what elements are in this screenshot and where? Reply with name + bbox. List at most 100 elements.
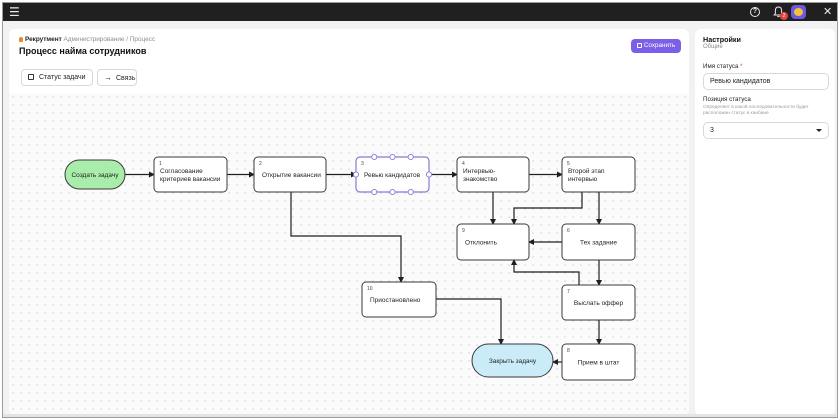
breadcrumb-separator: / [126, 36, 129, 43]
bell-icon[interactable] [773, 6, 784, 18]
node-label: интервью [568, 176, 597, 183]
node-box [253, 156, 327, 193]
edge-n2-n10[interactable] [290, 192, 404, 283]
help-circle-icon[interactable]: ? [750, 7, 760, 17]
node-box [561, 156, 636, 193]
breadcrumb-section[interactable]: Администрирование [63, 36, 125, 43]
connection-handle[interactable] [352, 171, 360, 178]
node-number: 6 [567, 228, 570, 234]
resize-handle[interactable] [389, 188, 396, 196]
position-hint: Определяет в какой последовательности бу… [703, 105, 809, 116]
edge-n7-n9[interactable] [511, 259, 580, 285]
breadcrumb-page: Процесс [129, 36, 156, 43]
flow-edges [125, 171, 602, 365]
hamburger-menu-icon[interactable]: ☰ [9, 5, 20, 19]
edge-n5-n9[interactable] [511, 192, 583, 225]
save-button-label: Сохранить [643, 42, 676, 49]
position-label: Позиция статуса [703, 96, 751, 103]
node-label: Создать задачу [71, 172, 119, 179]
add-link-button[interactable]: →Связь [97, 69, 137, 86]
node-number: 7 [567, 289, 570, 295]
node-box [456, 223, 530, 261]
node-label: Приостановлено [370, 297, 421, 304]
node-number: 2 [259, 161, 262, 167]
panel-subtitle: Общие [703, 44, 723, 50]
node-label: Ревью кандидатов [364, 172, 421, 179]
top-bar: ☰ ? 2 ✕ [3, 3, 837, 21]
resize-handle[interactable] [371, 188, 378, 196]
flow-node-start[interactable]: Создать задачу [64, 159, 126, 190]
add-link-label: Связь [116, 75, 136, 82]
node-number: 5 [567, 161, 570, 167]
square-icon [28, 74, 34, 80]
process-editor: Рекрутмент Администрирование / Процесс П… [9, 29, 689, 415]
status-name-label-text: Имя статуса [703, 63, 739, 70]
node-label: Закрыть задачу [489, 358, 537, 365]
node-box [561, 284, 636, 321]
node-number: 9 [462, 228, 465, 234]
duck-avatar-icon [794, 8, 803, 16]
resize-handle[interactable] [371, 153, 378, 161]
position-value: 3 [710, 127, 714, 134]
save-button[interactable]: Сохранить [631, 39, 681, 53]
node-box [64, 159, 126, 190]
node-number: 4 [462, 161, 465, 167]
node-label: Выслать оффер [574, 300, 624, 307]
add-status-button[interactable]: Статус задачи [21, 69, 93, 86]
horizontal-scrollbar[interactable] [3, 414, 837, 417]
node-label: Тех задание [580, 240, 617, 247]
required-mark: * [740, 63, 743, 70]
edge-n10-end[interactable] [436, 298, 504, 345]
breadcrumb-brand[interactable]: Рекрутмент [25, 36, 62, 43]
status-name-input[interactable]: Ревью кандидатов [703, 73, 829, 90]
node-label: Открытие вакансии [262, 172, 321, 179]
node-number: 10 [367, 286, 373, 292]
position-select[interactable]: 3 [703, 122, 829, 139]
node-box [153, 156, 228, 193]
page-title: Процесс найма сотрудников [19, 46, 147, 56]
node-number: 8 [567, 348, 570, 354]
resize-handle[interactable] [389, 153, 396, 161]
node-label: Второй этап [568, 167, 605, 175]
node-number: 3 [361, 161, 364, 167]
resize-handle[interactable] [407, 188, 414, 196]
node-label: Согласование [160, 168, 203, 175]
avatar[interactable] [791, 5, 806, 19]
settings-panel: Настройки Общие Имя статуса * Ревью канд… [695, 29, 835, 415]
node-label: Прием в штат [578, 360, 620, 367]
status-name-label: Имя статуса * [703, 63, 743, 70]
brand-logo-icon [19, 37, 23, 42]
node-label: Интервью- [463, 168, 495, 175]
breadcrumb: Рекрутмент Администрирование / Процесс [19, 36, 155, 43]
flow-node-end[interactable]: Закрыть задачу [471, 343, 554, 378]
node-number: 1 [159, 161, 162, 167]
node-box [361, 281, 437, 318]
node-box [471, 343, 554, 378]
chevron-down-icon [816, 129, 822, 132]
panel-title: Настройки [703, 35, 741, 44]
notification-badge: 2 [780, 12, 788, 20]
close-icon[interactable]: ✕ [823, 6, 833, 18]
connection-handle[interactable] [425, 171, 433, 178]
node-label: знакомство [463, 176, 498, 183]
resize-handle[interactable] [407, 153, 414, 161]
node-label: критериев вакансии [160, 176, 221, 183]
node-box [561, 223, 636, 261]
floppy-disk-icon [636, 43, 642, 48]
node-box [456, 156, 530, 193]
node-box [561, 343, 636, 381]
